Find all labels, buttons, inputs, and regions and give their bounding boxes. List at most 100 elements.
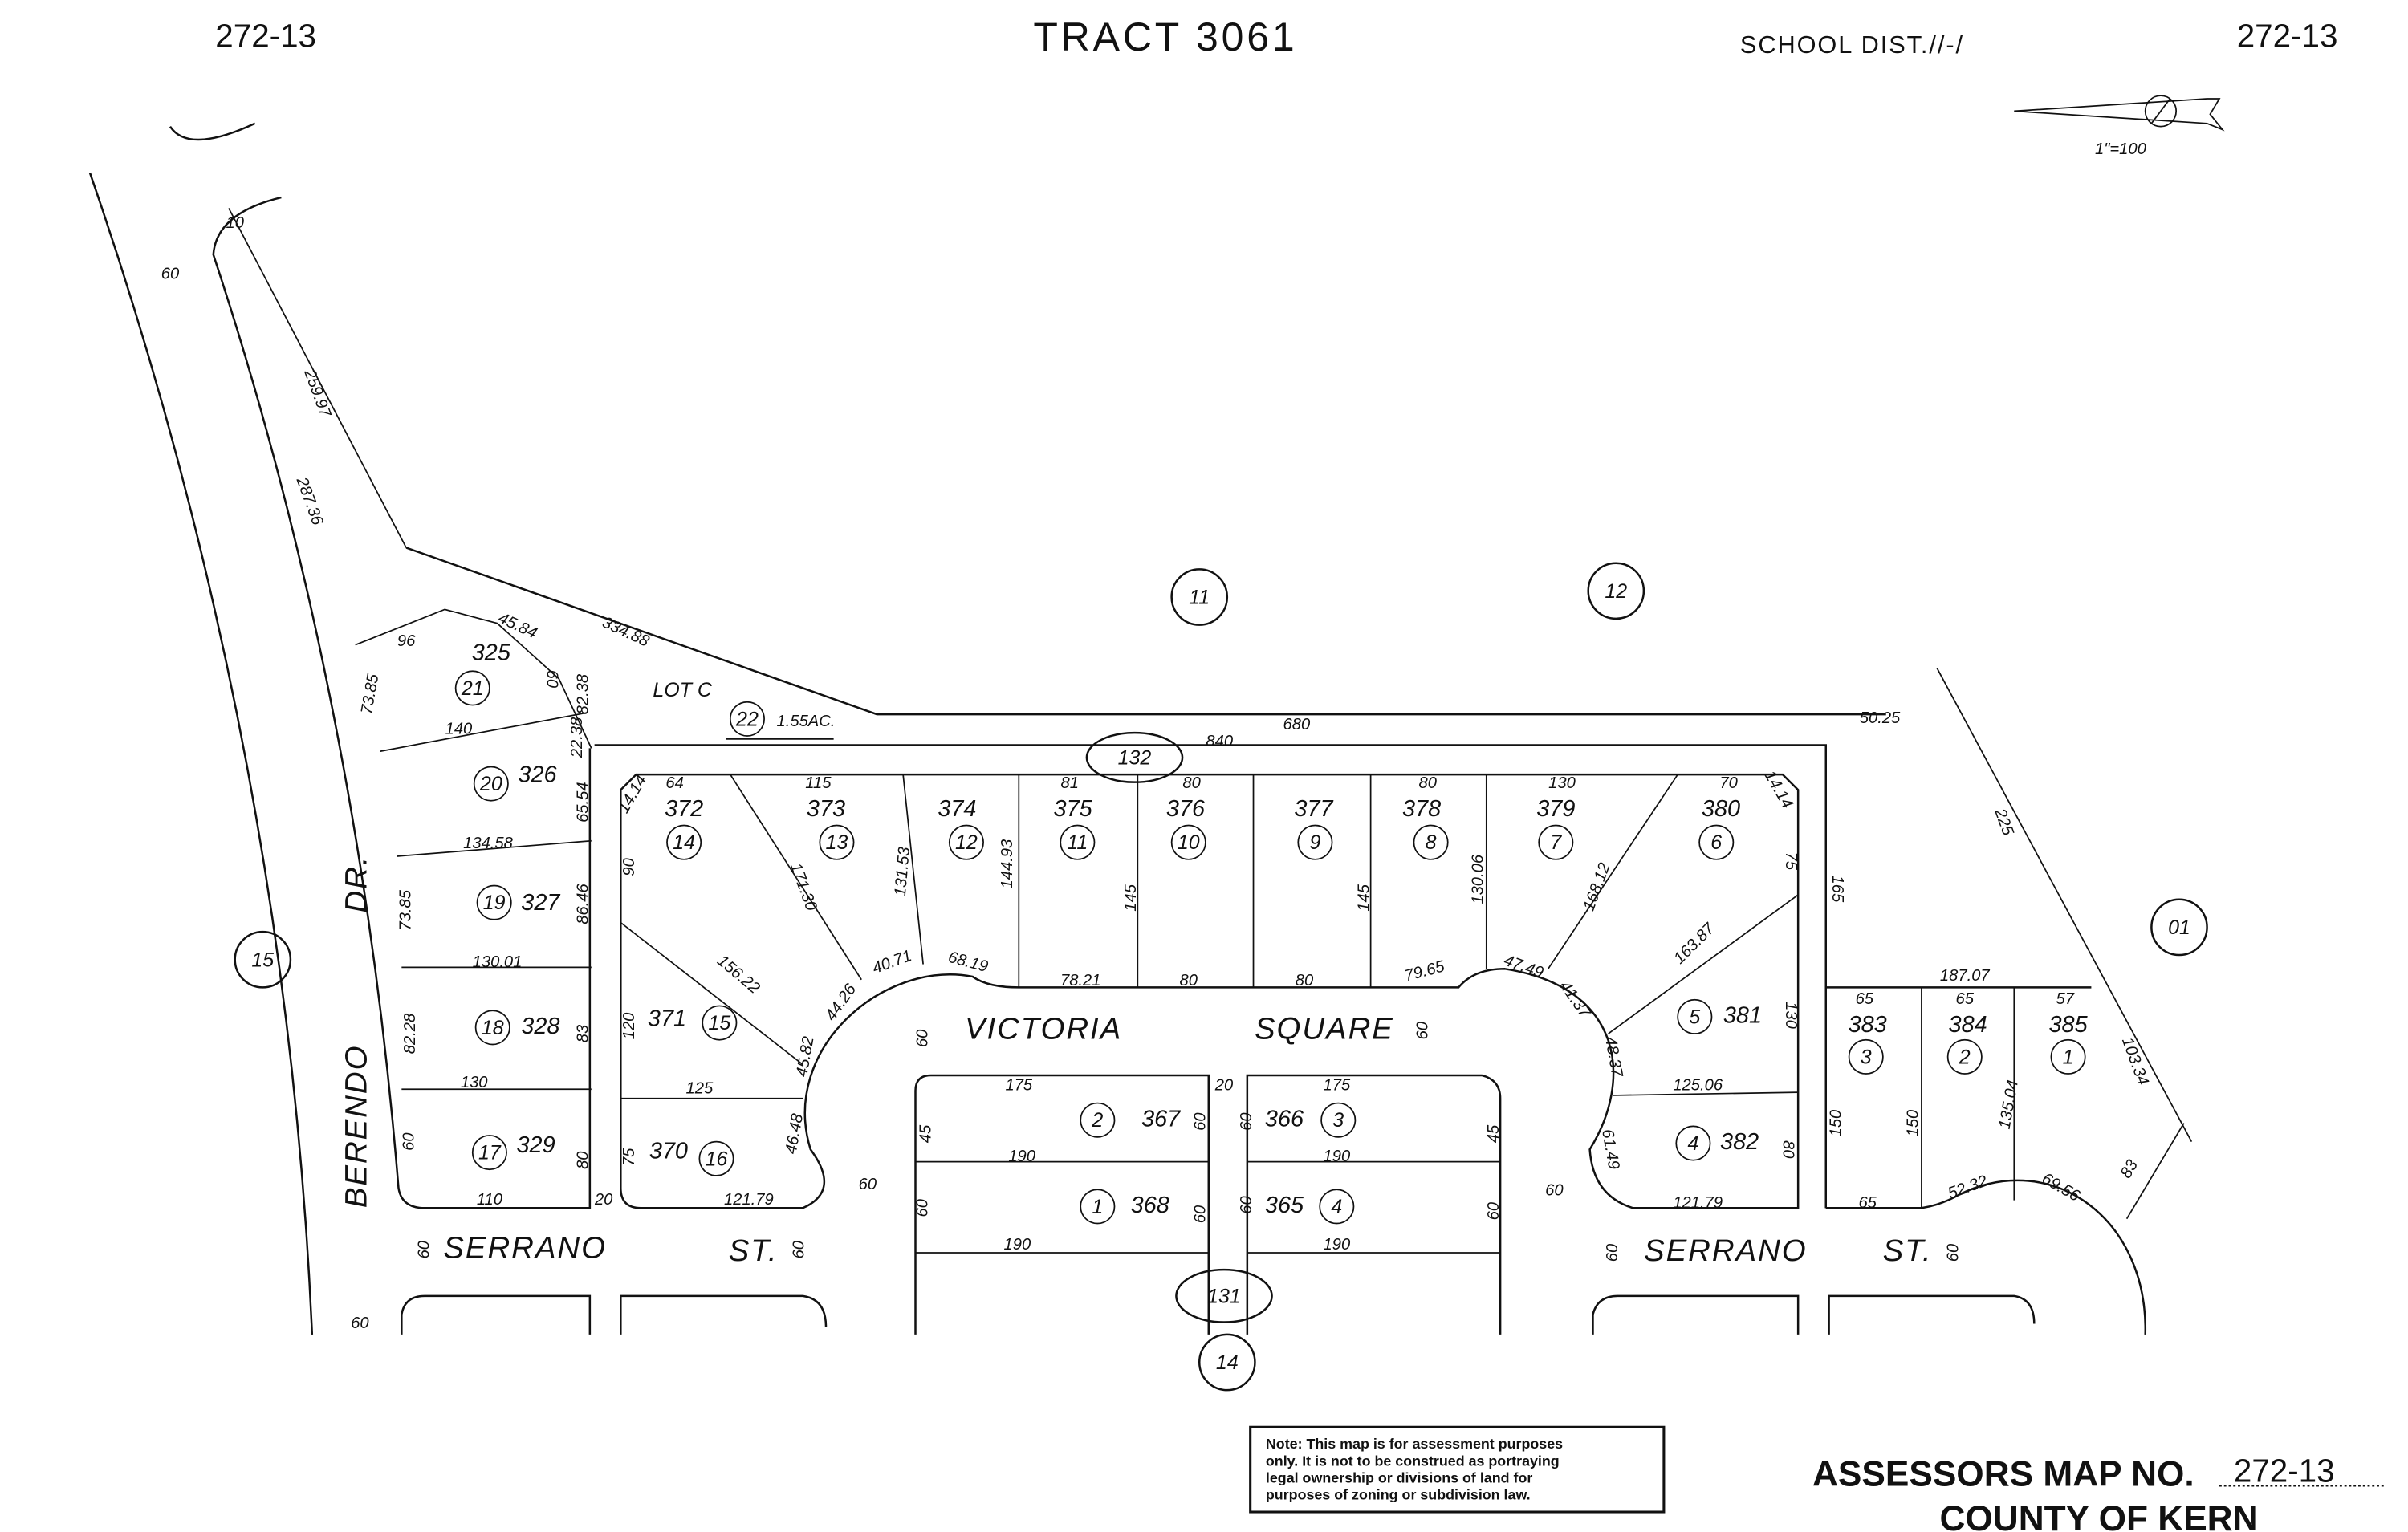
- dimension-label: 60: [543, 670, 560, 689]
- dimension-label: 80: [1296, 972, 1314, 990]
- assessors-map-number: 272-13: [2234, 1453, 2335, 1489]
- book-page-number: 01: [2168, 916, 2190, 939]
- dimension-label: 68.19: [946, 949, 990, 976]
- dimension-label: 121.79: [1673, 1194, 1723, 1212]
- lot-number: 10: [1178, 831, 1200, 854]
- dimension-label: 46.48: [783, 1111, 807, 1155]
- lot-number: 9: [1309, 831, 1320, 854]
- dimension-label: 190: [1004, 1236, 1031, 1254]
- parcel-number[interactable]: 326: [518, 762, 557, 788]
- parcel-number[interactable]: 328: [521, 1014, 559, 1039]
- lot-circle: [1060, 824, 1096, 860]
- dimension-label: 130.06: [1470, 854, 1487, 904]
- dimension-label: 69.56: [2039, 1170, 2083, 1206]
- dimension-label: 64: [665, 774, 683, 792]
- parcel-number[interactable]: 371: [648, 1006, 686, 1031]
- lot-number: 4: [1687, 1132, 1698, 1155]
- dimension-label: 110: [477, 1191, 503, 1209]
- dimension-label: 14.14: [1761, 768, 1796, 812]
- dimension-label: 125: [686, 1080, 714, 1098]
- dimension-label: 145: [1122, 884, 1140, 911]
- parcel-number[interactable]: 370: [649, 1139, 688, 1164]
- lot-number: 5: [1689, 1006, 1700, 1028]
- dimension-label: 175: [1005, 1077, 1032, 1095]
- lot-circle: [1538, 824, 1574, 860]
- parcel-number[interactable]: 367: [1141, 1106, 1181, 1132]
- parcel-number[interactable]: 385: [2049, 1012, 2089, 1038]
- parcel-boundaries: [88, 122, 2193, 1335]
- lot-number: 15: [708, 1012, 730, 1034]
- lot-number: 4: [1331, 1196, 1342, 1218]
- lot-number: 2: [1959, 1046, 1971, 1068]
- lot-circle: [1320, 1102, 1357, 1138]
- parcel-number[interactable]: 366: [1265, 1106, 1304, 1132]
- book-page-number: 15: [251, 949, 274, 971]
- block-131-oval: [1175, 1268, 1273, 1323]
- parcel-number[interactable]: 380: [1702, 796, 1740, 822]
- lot-number: 20: [479, 773, 502, 795]
- dimension-label: 60: [1191, 1205, 1209, 1223]
- parcel-number[interactable]: 377: [1294, 796, 1333, 822]
- parcel-number[interactable]: 329: [517, 1132, 555, 1158]
- assessors-map-label: ASSESSORS MAP NO.: [1812, 1454, 2194, 1493]
- lot-number: 17: [478, 1142, 502, 1164]
- book-page-number: 11: [1189, 587, 1210, 609]
- disclaimer-line-4: purposes of zoning or subdivision law.: [1266, 1487, 1531, 1503]
- dimension-label: 190: [1324, 1236, 1351, 1254]
- lot-number: 21: [461, 677, 484, 700]
- parcel-number[interactable]: 325: [472, 640, 511, 666]
- dimension-label: 130: [1548, 774, 1576, 792]
- dimension-label: 45.84: [495, 609, 539, 642]
- dimension-label: 115: [805, 774, 832, 792]
- parcel-number[interactable]: 381: [1723, 1003, 1762, 1029]
- lot-number: 14: [673, 831, 695, 854]
- dimension-label: 45: [1485, 1124, 1503, 1143]
- dimension-label: 134.58: [463, 835, 513, 852]
- dimension-label: 145: [1355, 884, 1373, 911]
- dimension-label: 60: [400, 1132, 417, 1151]
- parcel-number[interactable]: 365: [1265, 1193, 1304, 1218]
- disclaimer-line-2: only. It is not to be construed as portr…: [1266, 1453, 1560, 1469]
- parcel-number[interactable]: 379: [1536, 796, 1575, 822]
- dimension-label: 120: [620, 1012, 638, 1039]
- tract-title: TRACT 3061: [1033, 14, 1297, 59]
- dimension-label: 60: [791, 1240, 808, 1258]
- lot-22-circle: [729, 701, 765, 737]
- dimension-label: 680: [1283, 716, 1311, 733]
- parcel-number[interactable]: 383: [1849, 1012, 1887, 1038]
- dimension-label: 125.06: [1673, 1077, 1723, 1095]
- dimension-label: 60: [1604, 1243, 1621, 1262]
- dimension-label: 60: [913, 1198, 931, 1217]
- lot-number: 8: [1426, 831, 1437, 854]
- parcel-number[interactable]: 368: [1131, 1193, 1169, 1218]
- disclaimer-line-3: legal ownership or divisions of land for: [1266, 1469, 1532, 1485]
- dimension-label: 190: [1324, 1148, 1351, 1165]
- parcel-number[interactable]: 384: [1949, 1012, 1987, 1038]
- dimension-label: 130: [1782, 1002, 1800, 1029]
- dimension-label: 334.88: [600, 614, 653, 651]
- parcel-number[interactable]: 373: [807, 796, 845, 822]
- lot-number: 3: [1861, 1046, 1872, 1068]
- dimension-label: 81: [1061, 774, 1079, 792]
- parcel-number[interactable]: 327: [521, 890, 560, 916]
- street-name-serrano-left: SERRANO: [443, 1230, 607, 1265]
- lot-number: 19: [483, 892, 506, 914]
- lot-circle: [1170, 824, 1206, 860]
- parcel-number[interactable]: 374: [938, 796, 976, 822]
- parcel-number[interactable]: 376: [1166, 796, 1206, 822]
- book-page-circle: [234, 930, 292, 989]
- lot-circle: [1848, 1038, 1884, 1075]
- parcel-number[interactable]: 372: [665, 796, 703, 822]
- parcel-number[interactable]: 378: [1402, 796, 1441, 822]
- dimension-label: 144.93: [999, 839, 1016, 888]
- dimension-label: 60: [1545, 1181, 1564, 1199]
- dimension-label: 70: [1719, 774, 1738, 792]
- parcel-number[interactable]: 382: [1720, 1129, 1759, 1155]
- dimension-label: 80: [1419, 774, 1438, 792]
- street-name-dr: DR.: [340, 855, 374, 913]
- school-district: SCHOOL DIST.//-/: [1740, 30, 1964, 59]
- parcel-number[interactable]: 375: [1054, 796, 1093, 822]
- dimension-label: 78.21: [1060, 972, 1100, 990]
- book-page-circle: [1170, 568, 1229, 626]
- lot-circle: [1080, 1102, 1116, 1138]
